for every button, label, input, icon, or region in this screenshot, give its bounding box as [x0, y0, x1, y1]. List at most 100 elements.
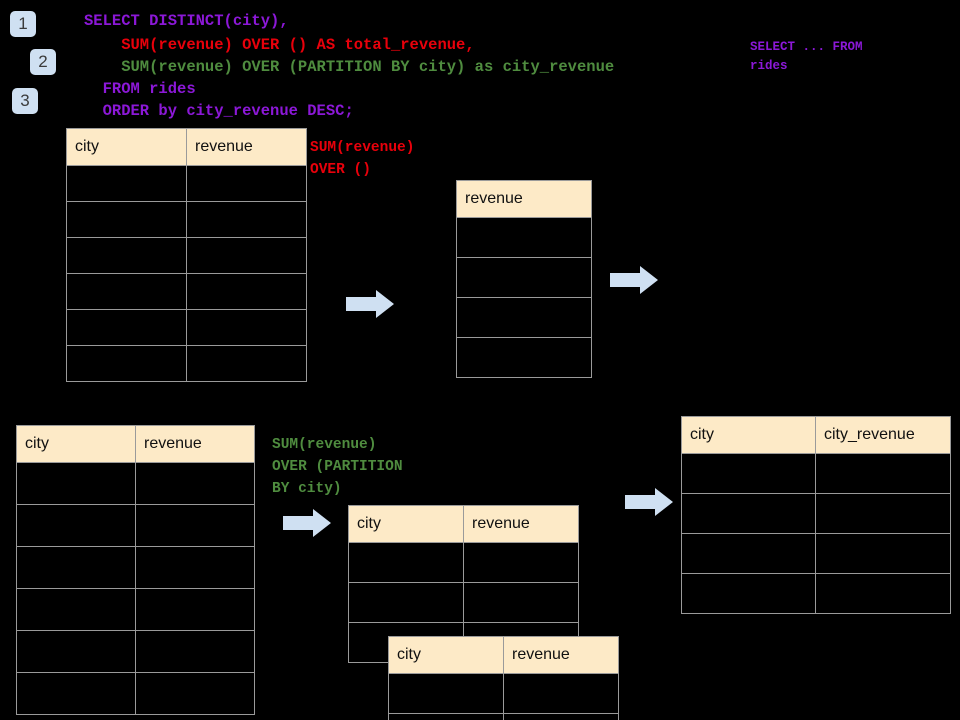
cell-revenue — [186, 201, 307, 238]
cell-city — [16, 546, 136, 589]
column-header-city: city — [388, 636, 504, 674]
cell-city — [681, 533, 816, 574]
cell-revenue — [186, 273, 307, 310]
table-row — [66, 165, 307, 202]
table-row — [456, 337, 592, 378]
column-header-city: city — [66, 128, 187, 166]
sql-line-order-by: ORDER by city_revenue DESC; — [84, 102, 354, 120]
sidenote-select-from-rides: SELECT ... FROM rides — [750, 40, 863, 73]
cell-revenue — [463, 582, 579, 623]
cell-revenue — [135, 546, 255, 589]
table-row — [66, 345, 307, 382]
table-row — [348, 582, 579, 623]
sql-line-total-revenue: SUM(revenue) OVER () AS total_revenue, — [84, 36, 475, 54]
cell-revenue — [186, 309, 307, 346]
cell-revenue — [456, 297, 592, 338]
table-row — [388, 713, 619, 720]
table-row — [66, 237, 307, 274]
table-rides-source-bottom: city revenue — [16, 425, 255, 715]
cell-revenue — [456, 217, 592, 258]
cell-revenue — [135, 630, 255, 673]
table-header-row: city revenue — [16, 425, 255, 463]
column-header-city: city — [348, 505, 464, 543]
table-row — [456, 217, 592, 258]
cell-city — [16, 588, 136, 631]
cell-revenue — [456, 257, 592, 298]
table-row — [681, 493, 951, 534]
cell-city — [348, 542, 464, 583]
table-rides-source-top: city revenue — [66, 128, 307, 382]
cell-city-revenue — [815, 573, 951, 614]
table-row — [16, 630, 255, 673]
sql-line-from: FROM rides — [84, 80, 196, 98]
annotation-sum-over-partition: SUM(revenue) OVER (PARTITION BY city) — [272, 437, 403, 497]
arrow-partition-to-final — [625, 486, 673, 518]
cell-revenue — [135, 588, 255, 631]
table-city-revenue-result: city city_revenue — [681, 416, 951, 614]
annotation-sum-over-empty: SUM(revenue) OVER () — [310, 140, 415, 178]
table-header-row: revenue — [456, 180, 592, 218]
arrow-total-to-final — [610, 264, 658, 296]
table-row — [16, 672, 255, 715]
cell-revenue — [503, 673, 619, 714]
table-row — [16, 504, 255, 547]
column-header-city: city — [16, 425, 136, 463]
sql-line-city-revenue: SUM(revenue) OVER (PARTITION BY city) as… — [84, 58, 615, 76]
table-row — [681, 453, 951, 494]
cell-revenue — [463, 542, 579, 583]
step-badge-2: 2 — [30, 49, 56, 75]
table-row — [16, 588, 255, 631]
cell-revenue — [135, 672, 255, 715]
cell-revenue — [186, 345, 307, 382]
cell-city — [681, 573, 816, 614]
column-header-revenue: revenue — [503, 636, 619, 674]
sql-line-select: SELECT DISTINCT(city), — [84, 12, 289, 30]
table-header-row: city revenue — [348, 505, 579, 543]
cell-city — [16, 462, 136, 505]
column-header-city: city — [681, 416, 816, 454]
cell-city — [16, 504, 136, 547]
cell-city — [66, 165, 187, 202]
cell-city — [348, 582, 464, 623]
column-header-city-revenue: city_revenue — [815, 416, 951, 454]
cell-city-revenue — [815, 493, 951, 534]
cell-city — [66, 345, 187, 382]
table-row — [16, 462, 255, 505]
table-total-revenue: revenue — [456, 180, 592, 378]
table-row — [681, 533, 951, 574]
table-row — [348, 542, 579, 583]
table-header-row: city revenue — [388, 636, 619, 674]
table-row — [388, 673, 619, 714]
cell-revenue — [186, 165, 307, 202]
table-row — [16, 546, 255, 589]
table-row — [66, 201, 307, 238]
cell-city — [66, 201, 187, 238]
table-header-row: city revenue — [66, 128, 307, 166]
cell-revenue — [503, 713, 619, 720]
table-row — [66, 273, 307, 310]
cell-city — [66, 273, 187, 310]
cell-city — [388, 673, 504, 714]
cell-city — [16, 672, 136, 715]
cell-city — [66, 237, 187, 274]
table-partition-group-front: city revenue — [388, 636, 619, 720]
table-row — [456, 297, 592, 338]
table-row — [681, 573, 951, 614]
table-row — [456, 257, 592, 298]
cell-revenue — [186, 237, 307, 274]
table-row — [66, 309, 307, 346]
cell-city-revenue — [815, 533, 951, 574]
arrow-source-to-total — [346, 288, 394, 320]
cell-city — [16, 630, 136, 673]
column-header-revenue: revenue — [463, 505, 579, 543]
cell-city — [388, 713, 504, 720]
column-header-revenue: revenue — [456, 180, 592, 218]
step-badge-1: 1 — [10, 11, 36, 37]
cell-revenue — [456, 337, 592, 378]
cell-city — [66, 309, 187, 346]
cell-city — [681, 493, 816, 534]
step-badge-3: 3 — [12, 88, 38, 114]
table-partition-group-back: city revenue — [348, 505, 579, 663]
table-header-row: city city_revenue — [681, 416, 951, 454]
